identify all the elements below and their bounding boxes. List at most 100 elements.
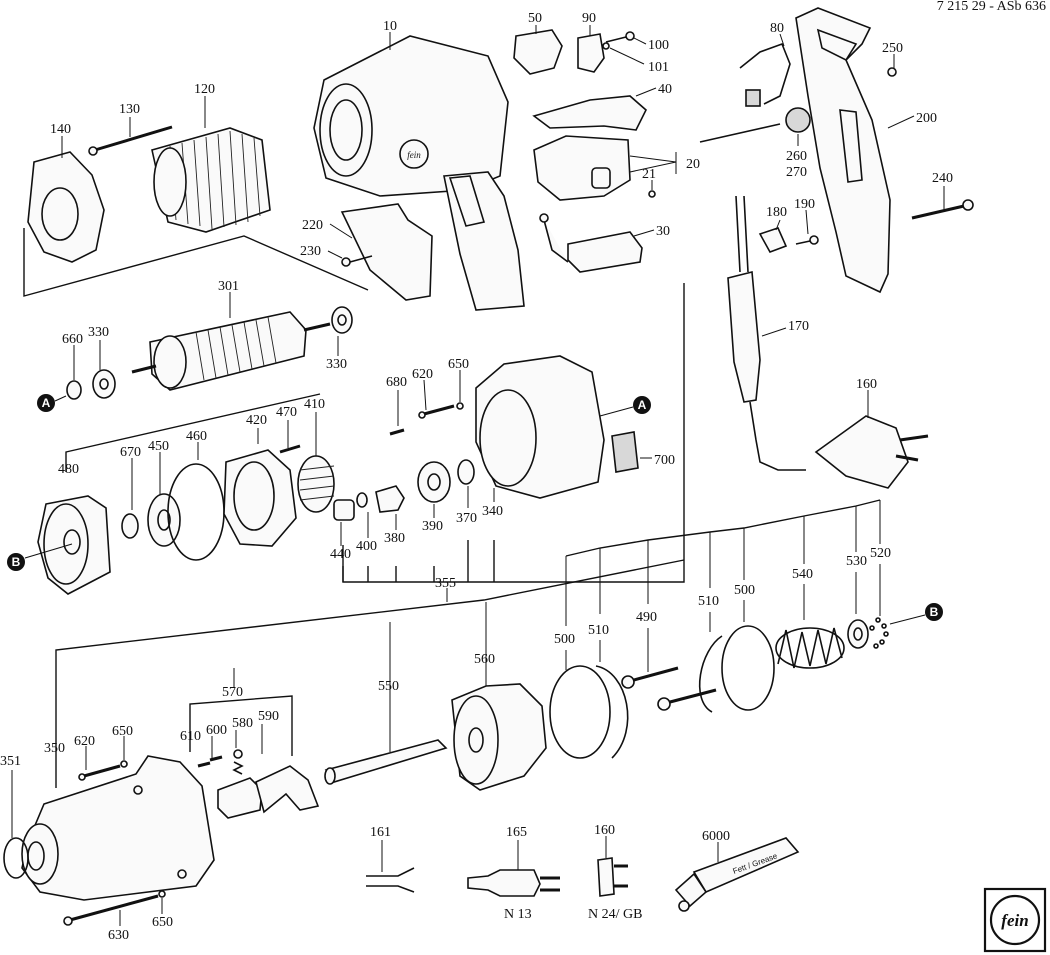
marker-a-left: A bbox=[37, 394, 67, 412]
label-180: 180 bbox=[766, 205, 787, 220]
part-170-power-cord bbox=[727, 195, 806, 471]
part-250-screw bbox=[887, 67, 897, 77]
part-50-brush-holder bbox=[513, 29, 563, 75]
label-600: 600 bbox=[206, 723, 227, 738]
part-420-flange bbox=[223, 449, 297, 547]
label-420: 420 bbox=[246, 413, 267, 428]
part-160-schuko-plug bbox=[814, 415, 929, 489]
part-165-plug-n13 bbox=[467, 869, 560, 897]
label-120: 120 bbox=[194, 82, 215, 97]
label-190: 190 bbox=[794, 197, 815, 212]
label-270: 270 bbox=[786, 165, 807, 180]
label-380: 380 bbox=[384, 531, 405, 546]
part-161-cable bbox=[366, 867, 415, 893]
label-160-gb: 160 bbox=[594, 823, 615, 838]
part-180-cable-clamp bbox=[758, 227, 788, 253]
part-21-screw bbox=[648, 190, 656, 198]
part-330-bearing-left bbox=[92, 369, 116, 399]
part-390-gear bbox=[417, 461, 451, 503]
part-490-pins bbox=[621, 666, 717, 711]
part-450-bearing bbox=[147, 493, 181, 547]
label-440: 440 bbox=[330, 547, 351, 562]
label-400: 400 bbox=[356, 539, 377, 554]
label-80: 80 bbox=[770, 21, 784, 36]
part-190-screw bbox=[795, 235, 819, 245]
marker-a-right: A bbox=[599, 396, 651, 417]
label-230: 230 bbox=[300, 244, 321, 259]
part-30-capacitor bbox=[539, 213, 643, 273]
label-301: 301 bbox=[218, 279, 239, 294]
label-6000: 6000 bbox=[702, 829, 730, 844]
part-550-spindle bbox=[324, 739, 448, 785]
svg-text:A: A bbox=[638, 398, 647, 412]
label-220: 220 bbox=[302, 218, 323, 233]
label-101: 101 bbox=[648, 60, 669, 75]
part-160-plug-n24-gb bbox=[597, 857, 628, 897]
part-200-handle-shell bbox=[795, 7, 891, 294]
label-660: 660 bbox=[62, 332, 83, 347]
label-700: 700 bbox=[654, 453, 675, 468]
label-650-lower: 650 bbox=[112, 724, 133, 739]
part-410-gear bbox=[297, 455, 335, 513]
label-100: 100 bbox=[648, 38, 669, 53]
part-440-sleeve bbox=[333, 499, 355, 521]
label-30: 30 bbox=[656, 224, 670, 239]
label-570: 570 bbox=[222, 685, 243, 700]
label-140: 140 bbox=[50, 122, 71, 137]
label-650-bottom: 650 bbox=[152, 915, 173, 930]
label-630: 630 bbox=[108, 928, 129, 943]
label-650-upper: 650 bbox=[448, 357, 469, 372]
part-380-pinion bbox=[375, 485, 405, 513]
part-260-270-suppressor bbox=[699, 107, 811, 143]
part-610-600-pins bbox=[197, 755, 223, 768]
label-500-right: 500 bbox=[734, 583, 755, 598]
label-n13: N 13 bbox=[504, 907, 532, 922]
label-250: 250 bbox=[882, 41, 903, 56]
part-580-590-spring-ball bbox=[232, 749, 244, 775]
svg-text:B: B bbox=[12, 555, 21, 569]
part-350-gear-case bbox=[21, 755, 215, 901]
svg-text:B: B bbox=[930, 605, 939, 619]
part-240-screw bbox=[911, 199, 974, 220]
part-400-washer bbox=[356, 492, 368, 508]
part-510-spring-ring-left bbox=[595, 665, 629, 759]
part-630-long-screw bbox=[63, 894, 159, 926]
marker-b-right: B bbox=[889, 603, 943, 625]
label-460: 460 bbox=[186, 429, 207, 444]
part-700-gear-housing bbox=[475, 355, 639, 499]
part-650-washer-lower bbox=[120, 760, 128, 768]
part-510-spring-ring-right bbox=[698, 635, 723, 713]
label-340: 340 bbox=[482, 504, 503, 519]
label-260: 260 bbox=[786, 149, 807, 164]
part-101-washer bbox=[602, 42, 610, 50]
fein-logo: fein bbox=[983, 887, 1047, 953]
part-660-ring bbox=[66, 380, 82, 400]
part-301-armature bbox=[131, 311, 331, 391]
part-140-shield-plate bbox=[27, 151, 105, 263]
label-670: 670 bbox=[120, 445, 141, 460]
label-160: 160 bbox=[856, 377, 877, 392]
label-330-right: 330 bbox=[326, 357, 347, 372]
part-500-clutch-ring-right bbox=[721, 625, 775, 711]
housing-logo-text: fein bbox=[407, 150, 421, 160]
label-90: 90 bbox=[582, 11, 596, 26]
part-100-screw bbox=[605, 31, 635, 43]
part-680-pin bbox=[389, 428, 405, 436]
label-200: 200 bbox=[916, 111, 937, 126]
part-351-ring bbox=[3, 837, 29, 879]
label-580: 580 bbox=[232, 716, 253, 731]
label-351: 351 bbox=[0, 754, 21, 769]
label-550: 550 bbox=[378, 679, 399, 694]
document-code: 7 215 29 - ASb 636 bbox=[937, 0, 1046, 14]
part-520-balls bbox=[869, 617, 889, 649]
label-510-left: 510 bbox=[588, 623, 609, 638]
part-220-handle-cover bbox=[340, 203, 433, 301]
part-480-end-cap bbox=[37, 495, 111, 595]
part-90-brush-holder bbox=[577, 33, 605, 73]
label-161: 161 bbox=[370, 825, 391, 840]
label-390: 390 bbox=[422, 519, 443, 534]
label-370: 370 bbox=[456, 511, 477, 526]
part-620-screw-upper bbox=[418, 404, 455, 419]
label-470: 470 bbox=[276, 405, 297, 420]
label-350: 350 bbox=[44, 741, 65, 756]
